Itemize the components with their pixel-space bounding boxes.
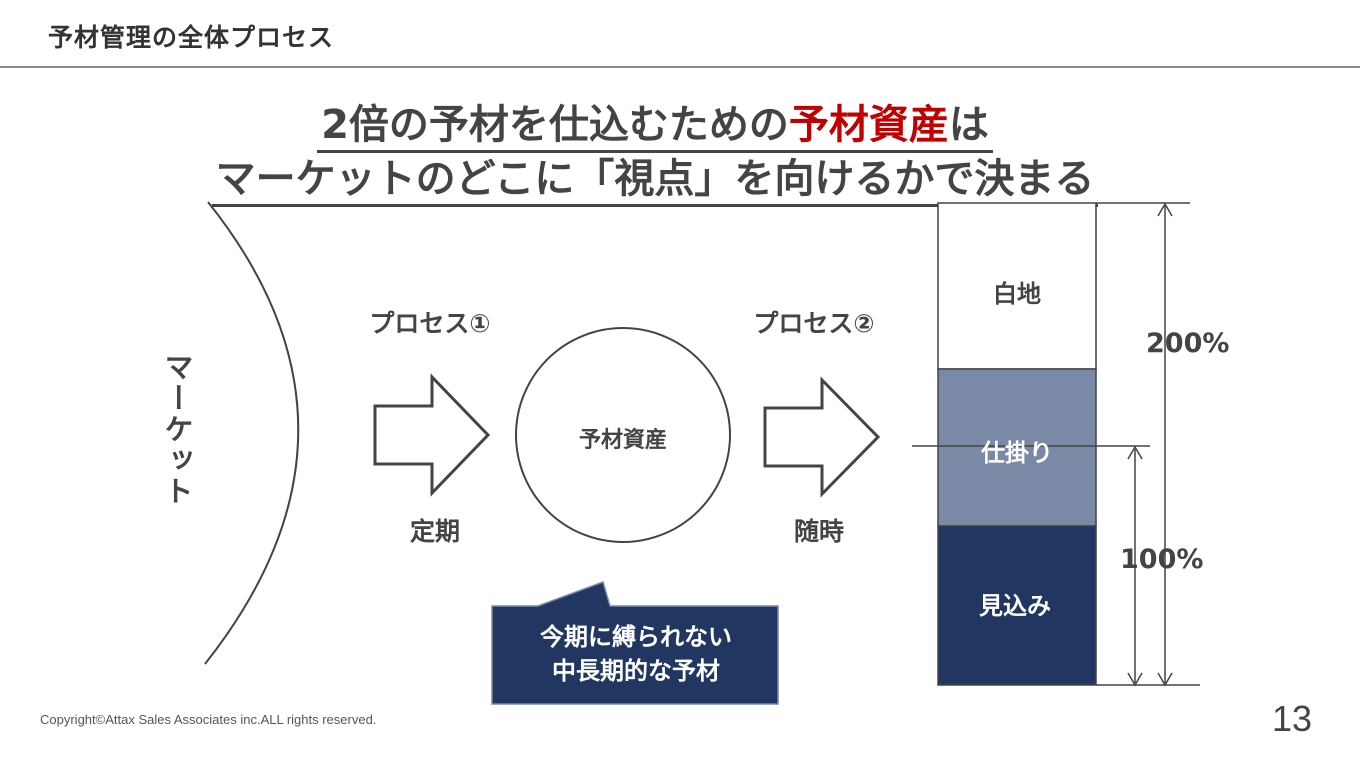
asset-circle bbox=[515, 327, 731, 543]
callout-text: 今期に縛られない 中長期的な予材 bbox=[492, 620, 780, 688]
dimension-100-arrow-bottom bbox=[1127, 672, 1143, 687]
dimension-200-arrow-bottom bbox=[1157, 672, 1173, 687]
callout-line-2: 中長期的な予材 bbox=[552, 657, 720, 685]
page-title: 予材管理の全体プロセス bbox=[48, 23, 335, 52]
page-number: 13 bbox=[1272, 698, 1313, 739]
stack-label-whitespace: 白地 bbox=[993, 280, 1041, 308]
stack-segment-prospect bbox=[937, 525, 1097, 686]
dimension-200-arrow-top bbox=[1157, 202, 1173, 217]
stack-label-prospect: 見込み bbox=[979, 592, 1051, 620]
percent-100-label: 100% bbox=[1120, 544, 1204, 575]
process-2-label: プロセス② bbox=[753, 309, 875, 338]
market-arc bbox=[204, 201, 300, 665]
callout-box bbox=[491, 581, 779, 705]
headline-line-2: マーケットのどこに「視点」を向けるかで決まる bbox=[0, 146, 1310, 207]
process-2-arrow bbox=[763, 376, 881, 498]
dimension-100-arrow-top bbox=[1127, 445, 1143, 460]
process-1-sublabel: 定期 bbox=[409, 517, 460, 546]
asset-label: 予材資産 bbox=[578, 428, 667, 453]
stack-label-in-progress: 仕掛り bbox=[981, 439, 1053, 467]
headline-line-1: 2倍の予材を仕込むための予材資産は bbox=[0, 92, 1310, 153]
market-label: マーケット bbox=[160, 352, 194, 507]
percent-200-label: 200% bbox=[1146, 328, 1230, 359]
header-divider bbox=[0, 66, 1360, 68]
stack-segment-in-progress bbox=[937, 368, 1097, 527]
headline-line-1-post: は bbox=[948, 102, 989, 148]
copyright-text: Copyright©Attax Sales Associates inc.ALL… bbox=[40, 712, 377, 727]
process-1-label: プロセス① bbox=[369, 309, 491, 338]
stack-segment-whitespace bbox=[937, 202, 1097, 370]
headline-line-2-text: マーケットのどこに「視点」を向けるかで決まる bbox=[211, 156, 1099, 207]
process-2-sublabel: 随時 bbox=[793, 517, 844, 546]
process-1-arrow bbox=[373, 373, 491, 497]
callout-line-1: 今期に縛られない bbox=[540, 623, 732, 651]
headline-accent: 予材資産 bbox=[788, 102, 949, 148]
headline-line-1-pre: 2倍の予材を仕込むための bbox=[321, 102, 789, 148]
